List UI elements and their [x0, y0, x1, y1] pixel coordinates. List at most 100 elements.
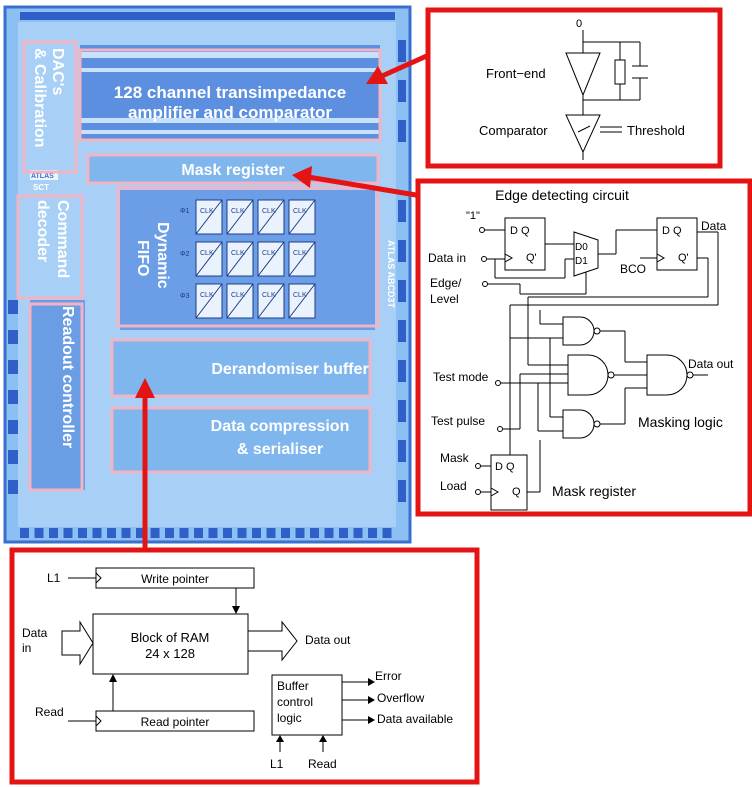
edge-title: Edge detecting circuit: [495, 187, 629, 203]
ram-label-line2: 24 x 128: [145, 646, 195, 661]
overflow-label: Overflow: [377, 691, 425, 705]
nand-gate-bottom: [563, 410, 594, 438]
edge-data-label: Data: [701, 219, 727, 233]
buffer-data-out-label: Data out: [305, 633, 351, 647]
control-line3: logic: [277, 711, 302, 725]
ram-label-line1: Block of RAM: [131, 630, 210, 645]
bottom-pad: [151, 528, 160, 538]
buffer-data-in-line1: Data: [22, 626, 48, 640]
ff1-qbar: Q': [526, 252, 537, 264]
read-label: Read: [35, 705, 64, 719]
fifo-cell: CLK: [289, 284, 315, 318]
control-line2: control: [277, 695, 313, 709]
bottom-pad: [354, 528, 363, 538]
bottom-pad: [223, 528, 232, 538]
label-fifo-line1: Dynamic: [154, 222, 171, 289]
masking-data-out: Data out: [688, 357, 734, 371]
mask-register-circuit-label: Mask register: [552, 483, 636, 499]
maskreg-q: Q: [512, 486, 521, 498]
ff1-dq: D Q: [510, 225, 530, 237]
edge-mux: [574, 232, 598, 276]
chip-pad-row-top: [20, 12, 395, 20]
bottom-pad: [122, 528, 131, 538]
nand-gate-top: [563, 317, 594, 345]
fifo-cell: CLK: [258, 242, 284, 276]
bottom-pad: [194, 528, 203, 538]
bottom-pad: [78, 528, 87, 538]
frontend-label: Front−end: [486, 66, 546, 81]
threshold-label: Threshold: [627, 123, 685, 138]
frontend-input-mark: 0: [576, 18, 582, 30]
edge-level-line1: Edge/: [430, 276, 462, 290]
fifo-cell: CLK: [196, 242, 222, 276]
fifo-cell: CLK: [196, 200, 222, 234]
test-mode-label: Test mode: [433, 370, 489, 384]
maskreg-dq: D Q: [495, 461, 515, 473]
control-line1: Buffer: [277, 679, 309, 693]
label-amplifier-line2: amplifier and comparator: [128, 103, 332, 122]
bottom-pad: [209, 528, 218, 538]
l1-label: L1: [47, 571, 61, 585]
buffer-data-in-line2: in: [22, 641, 31, 655]
bottom-pad: [310, 528, 319, 538]
label-mask-register: Mask register: [181, 162, 284, 179]
read-pointer-label: Read pointer: [141, 715, 210, 729]
fifo-cell: CLK: [289, 242, 315, 276]
masking-logic-label: Masking logic: [638, 414, 723, 430]
chip-layout: ATLAS ABCD3T ATLAS SCT 128 channel trans…: [5, 7, 410, 542]
label-dacs-line1: DAC's: [49, 48, 66, 95]
edge-bco-label: BCO: [620, 262, 646, 276]
bottom-pad: [383, 528, 392, 538]
fifo-cell: CLK: [227, 200, 253, 234]
phase-label-2: Φ2: [180, 251, 190, 258]
label-dacs-line2: & Calibration: [31, 48, 48, 148]
bottom-pad: [267, 528, 276, 538]
bottom-pad: [238, 528, 247, 538]
frontend-frame: [428, 10, 720, 166]
edge-one-label: "1": [466, 210, 480, 222]
bottom-pad: [64, 528, 73, 538]
comparator-label: Comparator: [479, 123, 548, 138]
edge-level-line2: Level: [430, 292, 459, 306]
bottom-pad: [49, 528, 58, 538]
buffer-panel: L1 Write pointer Block of RAM 24 x 128 D…: [12, 550, 477, 782]
write-pointer-label: Write pointer: [141, 572, 209, 586]
ff2-dq: D Q: [662, 225, 682, 237]
label-readout: Readout controller: [59, 306, 76, 448]
fifo-cell: CLK: [196, 284, 222, 318]
frontend-panel: 0 Front−end Comparator Threshold: [428, 10, 720, 166]
bottom-pad: [93, 528, 102, 538]
nand-gate-output: [647, 355, 687, 395]
edge-detect-panel: Edge detecting circuit D Q Q' D0 D1 D Q …: [418, 181, 750, 514]
data-available-label: Data available: [377, 712, 453, 726]
label-command-line1: Command: [54, 200, 71, 278]
label-derandomiser: Derandomiser buffer: [211, 361, 368, 378]
chip-sct-mark: SCT: [33, 183, 49, 192]
test-pulse-label: Test pulse: [431, 414, 485, 428]
fifo-cell: CLK: [289, 200, 315, 234]
label-compression-line1: Data compression: [211, 418, 350, 435]
phase-label-3: Φ3: [180, 293, 190, 300]
bottom-pad: [165, 528, 174, 538]
fifo-cell: CLK: [227, 284, 253, 318]
mask-input-label: Mask: [440, 451, 470, 465]
bottom-pad: [281, 528, 290, 538]
label-fifo-line2: FIFO: [134, 240, 151, 276]
label-amplifier-line1: 128 channel transimpedance: [114, 83, 346, 102]
phase-label-1: Φ1: [180, 208, 190, 215]
chip-atlas-mark: ATLAS: [31, 173, 54, 180]
fifo-cell: CLK: [258, 200, 284, 234]
label-command-line2: decoder: [34, 200, 51, 262]
bottom-pad: [339, 528, 348, 538]
bottom-pad: [368, 528, 377, 538]
bottom-read-label: Read: [308, 757, 337, 771]
bottom-pad: [252, 528, 261, 538]
bottom-pad: [325, 528, 334, 538]
label-compression-line2: & serialiser: [237, 441, 323, 458]
mux-d1: D1: [575, 256, 588, 267]
bottom-pad: [35, 528, 44, 538]
bottom-pad: [296, 528, 305, 538]
bottom-l1-label: L1: [270, 757, 284, 771]
bottom-pad: [180, 528, 189, 538]
and-gate-middle: [568, 355, 608, 395]
